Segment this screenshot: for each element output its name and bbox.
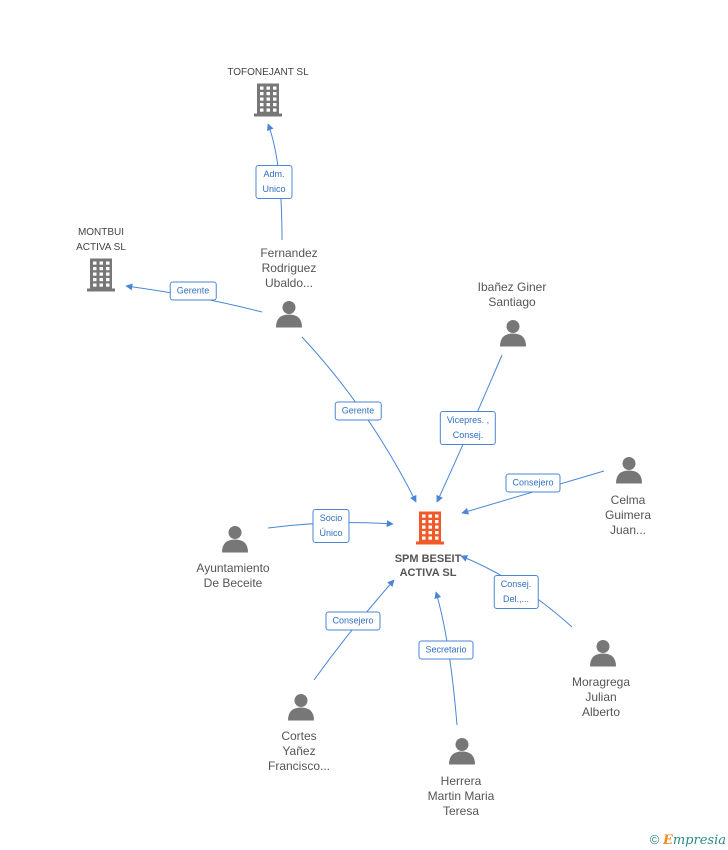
person-herrera-label[interactable]: Herrera Martin Maria Teresa bbox=[427, 774, 495, 818]
company-tofonejant-building-icon[interactable] bbox=[253, 82, 283, 123]
company-montbui-building-icon[interactable] bbox=[86, 257, 116, 298]
copyright-notice: © Empresia bbox=[650, 832, 726, 848]
edge-label-fernandez-to-montbui[interactable]: Gerente bbox=[169, 281, 217, 301]
person-cortes-label[interactable]: Cortes Yañez Francisco... bbox=[267, 729, 331, 773]
edge-label-cortes-to-center[interactable]: Consejero bbox=[325, 611, 381, 631]
person-ayuntamiento-label[interactable]: Ayuntamiento De Beceite bbox=[196, 561, 270, 590]
company-montbui-label[interactable]: MONTBUI ACTIVA SL bbox=[76, 227, 126, 253]
empresia-logo[interactable]: Empresia bbox=[662, 833, 726, 848]
person-ayuntamiento-person-icon[interactable] bbox=[221, 525, 249, 558]
person-celma-person-icon[interactable] bbox=[615, 456, 643, 489]
person-fernandez-person-icon[interactable] bbox=[275, 300, 303, 333]
center-company-label[interactable]: SPM BESEIT ACTIVA SL bbox=[394, 553, 462, 579]
person-ibanez-label[interactable]: Ibañez Giner Santiago bbox=[477, 280, 547, 309]
edge-label-ayuntamiento-to-center[interactable]: Socio Único bbox=[312, 509, 350, 543]
company-tofonejant-label[interactable]: TOFONEJANT SL bbox=[227, 67, 309, 78]
edge-label-fernandez-to-center[interactable]: Gerente bbox=[334, 401, 382, 421]
copyright-symbol: © bbox=[649, 832, 660, 847]
edge-label-moragrega-to-center[interactable]: Consej. Del.,... bbox=[493, 575, 539, 609]
edge-label-herrera-to-center[interactable]: Secretario bbox=[418, 640, 474, 660]
person-moragrega-person-icon[interactable] bbox=[589, 639, 617, 672]
person-herrera-person-icon[interactable] bbox=[448, 737, 476, 770]
person-cortes-person-icon[interactable] bbox=[287, 693, 315, 726]
person-moragrega-label[interactable]: Moragrega Julian Alberto bbox=[571, 675, 631, 719]
person-ibanez-person-icon[interactable] bbox=[499, 319, 527, 352]
person-fernandez-label[interactable]: Fernandez Rodriguez Ubaldo... bbox=[260, 246, 318, 290]
edge-label-fernandez-to-tofonejant[interactable]: Adm. Unico bbox=[255, 165, 293, 199]
edge-label-celma-to-center[interactable]: Consejero bbox=[505, 473, 561, 493]
person-celma-label[interactable]: Celma Guimera Juan... bbox=[604, 493, 652, 537]
edge-label-ibanez-to-center[interactable]: Vicepres. , Consej. bbox=[439, 411, 497, 445]
center-company-building-icon[interactable] bbox=[415, 510, 445, 551]
